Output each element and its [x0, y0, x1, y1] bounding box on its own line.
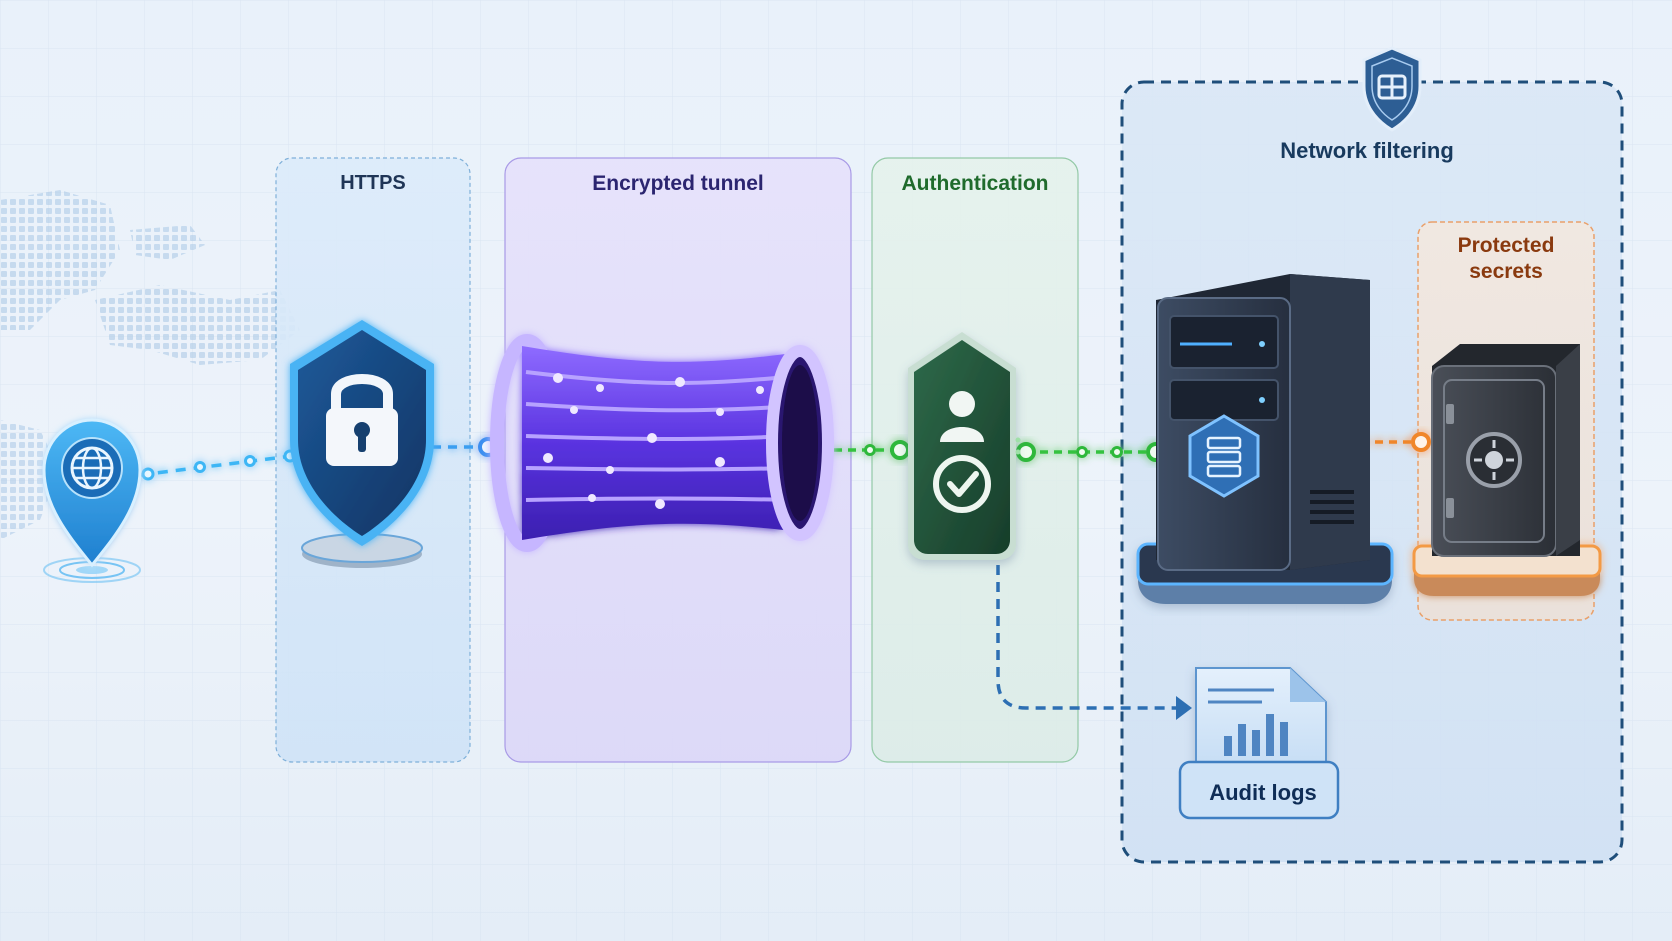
https-label: HTTPS — [340, 172, 406, 194]
safe-icon — [1412, 344, 1602, 596]
encrypted-tunnel-label: Encrypted tunnel — [592, 172, 764, 195]
protected-secrets-label: Protected secrets — [1457, 234, 1555, 283]
connector-auth-to-server — [1016, 442, 1166, 462]
connector-pin-to-shield — [139, 449, 301, 481]
connector-auth-to-audit — [996, 565, 1192, 720]
tunnel-icon — [490, 334, 834, 552]
world-map-decoration — [0, 190, 300, 540]
shield-lock-icon — [290, 320, 434, 568]
globe-pin-icon — [42, 418, 142, 583]
server-icon — [1136, 274, 1394, 604]
user-check-badge-icon — [908, 332, 1021, 560]
audit-logs-label: Audit logs — [1209, 780, 1317, 805]
shield-grid-icon — [1362, 46, 1422, 132]
network-filtering-label: Network filtering — [1280, 138, 1454, 163]
authentication-label: Authentication — [901, 172, 1049, 195]
document-chart-icon — [1178, 667, 1340, 820]
